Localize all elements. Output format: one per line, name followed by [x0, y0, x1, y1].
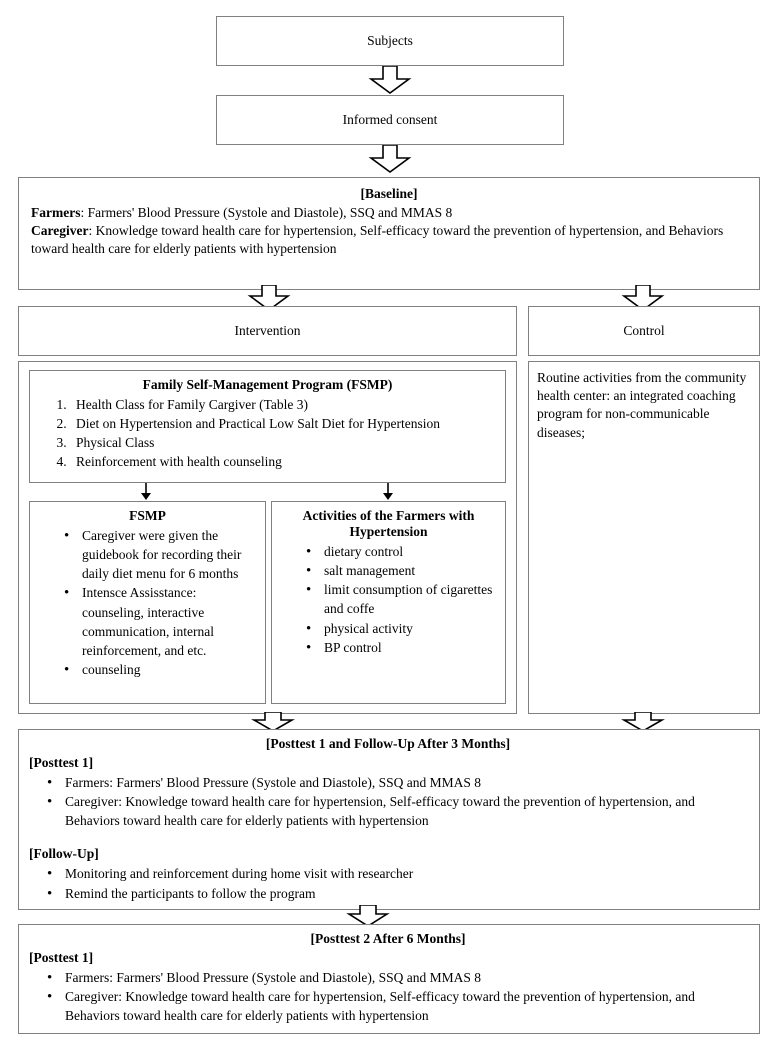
fsmp-program-list: Health Class for Family Cargiver (Table … [36, 395, 499, 472]
node-intervention-label: Intervention [234, 323, 301, 338]
connector-baseline-to-control [621, 285, 665, 311]
list-item: counseling [64, 660, 261, 681]
connector-intervention-to-posttest1 [251, 712, 295, 732]
connector-control-to-posttest1 [621, 712, 665, 732]
baseline-line-caregiver: Caregiver: Knowledge toward health care … [31, 222, 747, 258]
posttest2-section1-list: Farmers: Farmers' Blood Pressure (Systol… [29, 968, 747, 1025]
baseline-heading: [Baseline] [31, 186, 747, 202]
node-intervention: Intervention [18, 306, 517, 356]
intervention-container: Family Self-Management Program (FSMP) He… [18, 361, 517, 714]
node-farmer-activities: Activities of the Farmers with Hypertens… [271, 501, 506, 704]
baseline-farmers-text: : Farmers' Blood Pressure (Systole and D… [80, 205, 453, 220]
farmer-activities-list: dietary control salt management limit co… [276, 542, 501, 659]
baseline-farmers-label: Farmers [31, 205, 81, 220]
node-control: Control [528, 306, 760, 356]
fsmp-detail-title: FSMP [129, 508, 166, 523]
node-fsmp-detail: FSMP Caregiver were given the guidebook … [29, 501, 266, 704]
baseline-caregiver-label: Caregiver [31, 222, 89, 238]
list-item: Caregiver: Knowledge toward health care … [47, 792, 747, 830]
baseline-heading-text: [Baseline] [360, 186, 418, 201]
list-item: limit consumption of cigarettes and coff… [306, 580, 501, 618]
farmer-activities-title: Activities of the Farmers with Hypertens… [302, 508, 475, 539]
list-item: Remind the participants to follow the pr… [47, 884, 747, 905]
list-item: dietary control [306, 542, 501, 563]
connector-posttest1-to-posttest2 [346, 905, 390, 927]
list-item: Reinforcement with health counseling [70, 452, 499, 471]
list-item: BP control [306, 638, 501, 659]
list-item: salt management [306, 561, 501, 582]
node-posttest1: [Posttest 1 and Follow-Up After 3 Months… [18, 729, 760, 910]
baseline-line-farmers: Farmers: Farmers' Blood Pressure (Systol… [31, 204, 747, 222]
connector-subjects-to-consent [368, 66, 412, 94]
baseline-caregiver-text: : Knowledge toward health care for hyper… [31, 222, 724, 256]
fsmp-detail-list: Caregiver were given the guidebook for r… [34, 526, 261, 682]
posttest1-section2-label: [Follow-Up] [29, 846, 99, 862]
posttest1-heading: [Posttest 1 and Follow-Up After 3 Months… [265, 736, 511, 751]
list-item: Farmers: Farmers' Blood Pressure (Systol… [47, 968, 747, 989]
posttest1-section2-list: Monitoring and reinforcement during home… [29, 864, 747, 905]
node-control-label: Control [623, 323, 665, 338]
list-item: Diet on Hypertension and Practical Low S… [70, 414, 499, 433]
posttest2-heading: [Posttest 2 After 6 Months] [310, 931, 466, 946]
connector-consent-to-baseline [368, 145, 412, 173]
list-item: Caregiver were given the guidebook for r… [64, 526, 261, 583]
node-posttest2: [Posttest 2 After 6 Months] [Posttest 1]… [18, 924, 760, 1034]
node-subjects: Subjects [216, 16, 564, 66]
list-item: physical activity [306, 619, 501, 640]
list-item: Monitoring and reinforcement during home… [47, 864, 747, 885]
node-informed-consent: Informed consent [216, 95, 564, 145]
list-item: Intensce Assisstance: counseling, intera… [64, 583, 261, 660]
list-item: Caregiver: Knowledge toward health care … [47, 987, 747, 1025]
posttest2-section1-label: [Posttest 1] [29, 950, 94, 965]
fsmp-program-title: Family Self-Management Program (FSMP) [142, 377, 393, 392]
posttest1-section1-label: [Posttest 1] [29, 755, 94, 770]
node-subjects-label: Subjects [367, 33, 413, 48]
node-fsmp-program: Family Self-Management Program (FSMP) He… [29, 370, 506, 483]
list-item: Health Class for Family Cargiver (Table … [70, 395, 499, 414]
control-container: Routine activities from the community he… [528, 361, 760, 714]
connector-baseline-to-intervention [247, 285, 291, 311]
connector-fsmp-to-fsmp-detail [139, 483, 153, 501]
posttest1-section1-list: Farmers: Farmers' Blood Pressure (Systol… [29, 773, 747, 830]
connector-fsmp-to-farmer-activities [381, 483, 395, 501]
node-baseline: [Baseline] Farmers: Farmers' Blood Press… [18, 177, 760, 290]
list-item: Physical Class [70, 433, 499, 452]
control-detail-text: Routine activities from the community he… [537, 370, 747, 440]
node-informed-consent-label: Informed consent [342, 112, 438, 127]
list-item: Farmers: Farmers' Blood Pressure (Systol… [47, 773, 747, 794]
